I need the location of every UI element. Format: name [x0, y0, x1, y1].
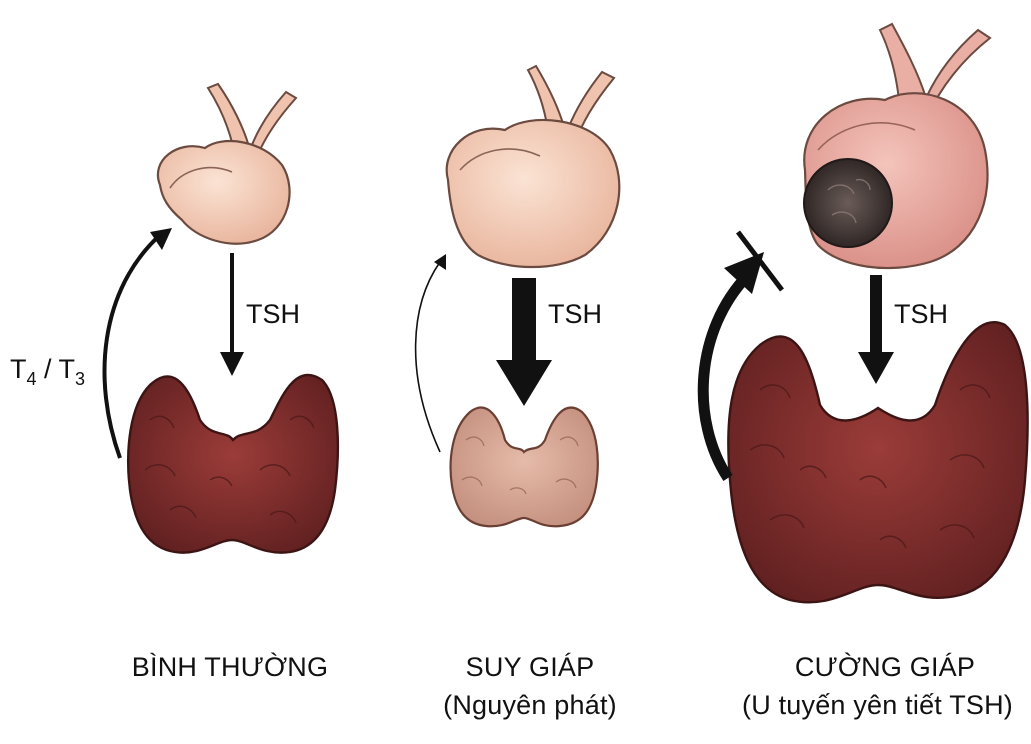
feedback-arrow — [697, 271, 752, 482]
caption-hyperthyroid: CƯỜNG GIÁP — [794, 652, 976, 682]
inhibition-bar — [736, 230, 784, 292]
pituitary-gland — [445, 118, 621, 269]
tsh-label: TSH — [894, 299, 948, 329]
panel-hypothyroid: TSH — [414, 64, 621, 528]
feedback-label: T4 / T3 — [10, 354, 85, 389]
caption-hypothyroid: SUY GIÁP — [465, 652, 595, 682]
subcaption-hypothyroid: (Nguyên phát) — [443, 690, 617, 720]
subcaption-hyperthyroid: (U tuyến yên tiết TSH) — [742, 690, 1013, 720]
pituitary-gland — [157, 140, 291, 245]
panel-hyperthyroid: TSH — [697, 22, 1029, 604]
tumor — [803, 158, 893, 248]
tsh-label: TSH — [548, 299, 602, 329]
caption-normal: BÌNH THƯỜNG — [131, 652, 329, 682]
panel-normal: TSH T4 / T3 — [10, 82, 340, 554]
feedback-arrow — [414, 261, 441, 453]
tsh-label: TSH — [246, 299, 300, 329]
thyroid-gland — [727, 321, 1029, 604]
thyroid-gland — [449, 406, 599, 528]
tsh-arrow — [496, 278, 552, 406]
feedback-arrow — [102, 233, 162, 459]
thyroid-gland — [127, 373, 340, 554]
